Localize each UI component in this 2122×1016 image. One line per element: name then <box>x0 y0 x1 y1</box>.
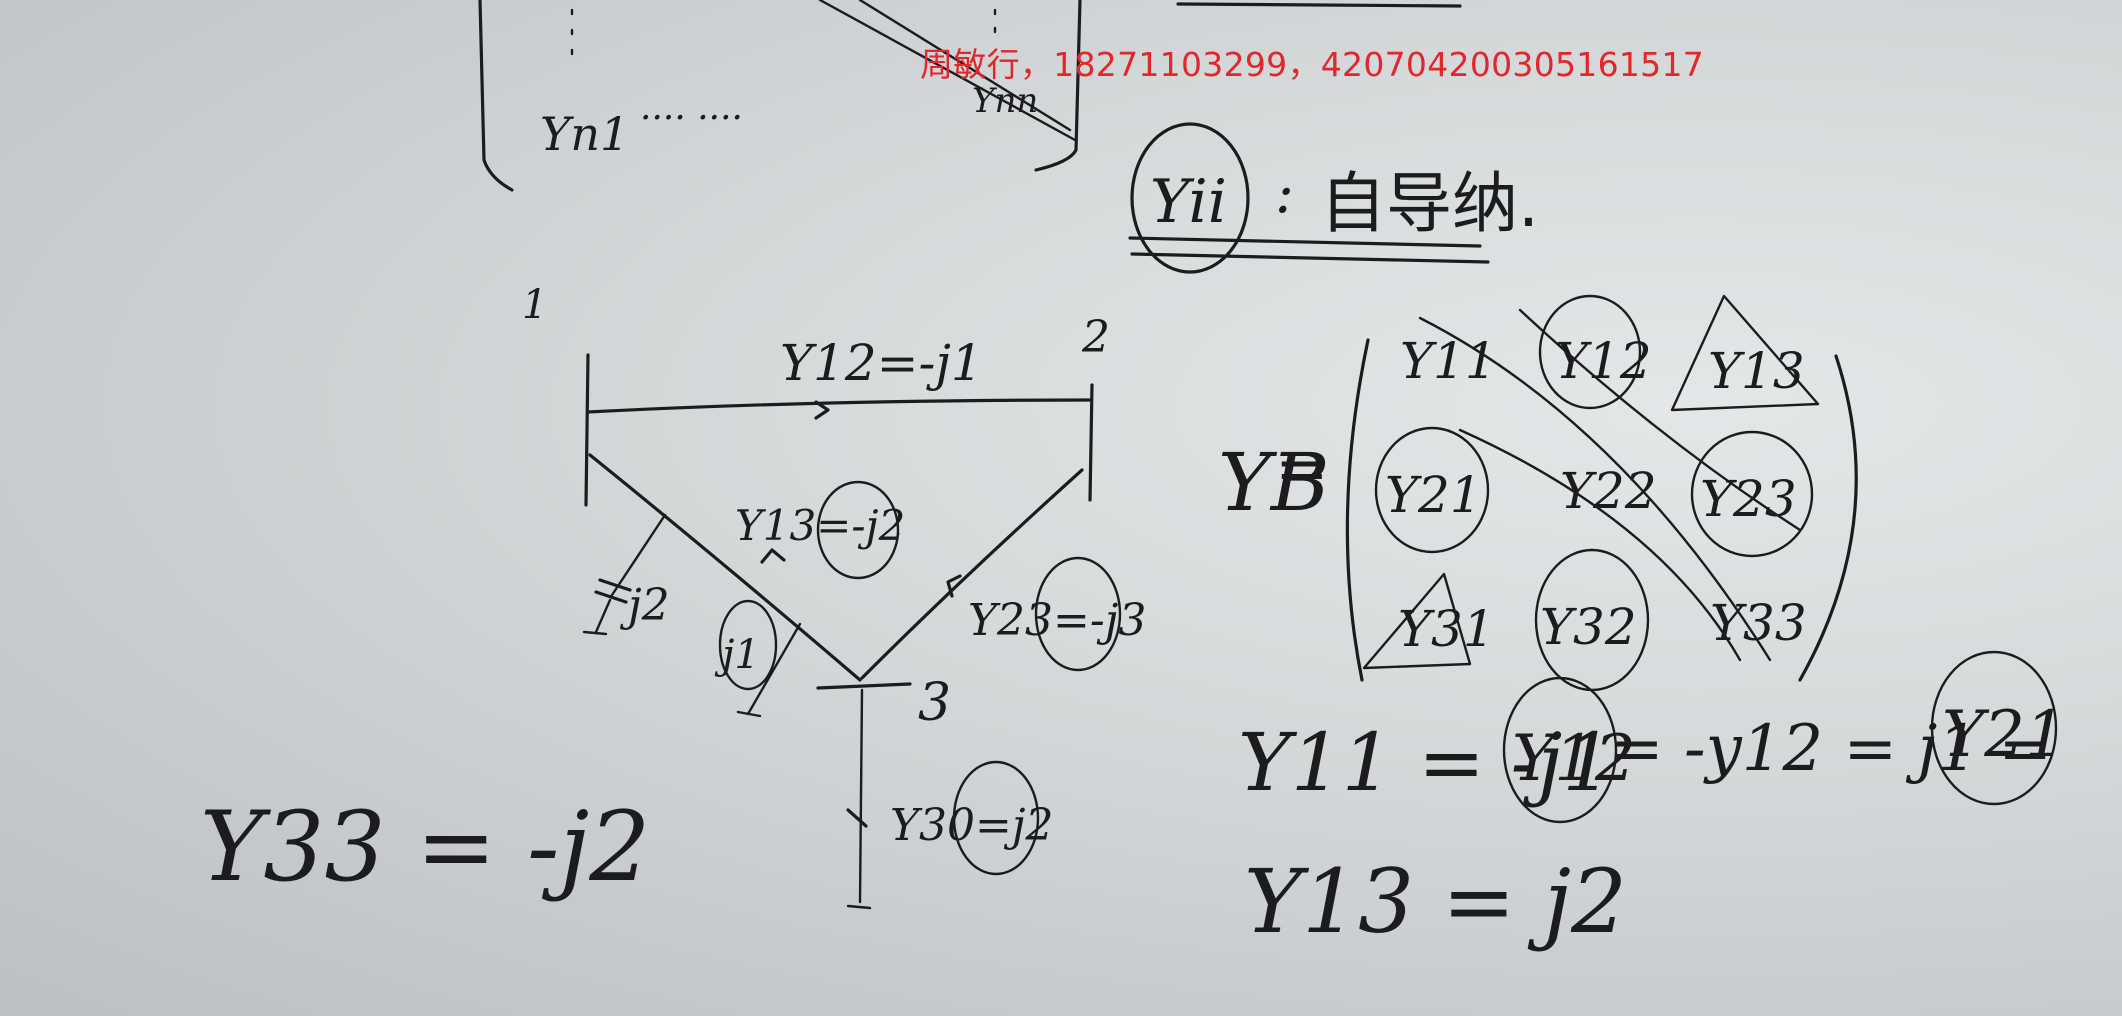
node-2-label: 2 <box>1081 312 1110 363</box>
cell-y31: Y31 <box>1398 600 1495 658</box>
cell-y11: Y11 <box>1400 332 1497 390</box>
line-1-2-marker <box>814 400 830 420</box>
equations: Y33 = -j2 Y11 = -j1 Y12 = -y12 = j1 = Y2… <box>200 650 2066 953</box>
cell-y12: Y12 <box>1555 332 1652 390</box>
heading-word: 自导纳. <box>1320 165 1539 242</box>
diagonal-strike-2 <box>1518 308 1802 532</box>
cell-y21-circle <box>1374 426 1490 554</box>
bus-1-bar <box>584 353 590 507</box>
eq-y33: Y33 = -j2 <box>200 791 650 903</box>
watermark-text: 周敏行，18271103299，420704200305161517 <box>920 45 1705 84</box>
heading-colon: : <box>1275 161 1294 226</box>
shunt-1-wire <box>610 513 667 597</box>
cell-y32: Y32 <box>1540 598 1637 656</box>
heading-underline-1 <box>1128 236 1482 248</box>
cell-y31-triangle <box>1362 572 1472 670</box>
top-corner-label: Ynn <box>972 81 1038 121</box>
y12-label: Y12=-j1 <box>780 334 983 392</box>
matrix-left-paren <box>1345 338 1370 682</box>
eq-y21: Y21 <box>1942 698 2066 772</box>
shunt-1-label: j2 <box>619 580 670 631</box>
shunt-2-wire <box>736 622 802 718</box>
line-1-3 <box>588 453 862 682</box>
y23-label: Y23=-j3 <box>968 595 1146 646</box>
eq-y11: Y11 = -j1 <box>1238 716 1613 809</box>
top-underline <box>1176 2 1462 8</box>
eq-y13: Y13 = j2 <box>1244 850 1627 953</box>
eq-y12-rhs: = -y12 = j1 = <box>1610 712 2052 786</box>
y30-marker <box>846 808 868 828</box>
bus-3-bar <box>816 682 912 690</box>
y23-value-circle <box>1034 556 1122 672</box>
eq-y21-circle <box>1930 650 2058 806</box>
self-admittance-heading: Yii : 自导纳. <box>1128 122 1539 274</box>
cell-y21: Y21 <box>1385 466 1482 524</box>
diagonal-strike-3 <box>1458 428 1742 662</box>
y30-label: Y30=j2 <box>890 800 1054 851</box>
matrix-right-paren <box>1798 354 1858 682</box>
cell-y13: Y13 <box>1708 342 1805 400</box>
matrix-equals: = <box>1275 432 1329 506</box>
top-matrix-fragment: Yn1 ···· ···· Ynn <box>478 0 1462 192</box>
shunt-1-ground <box>582 598 612 636</box>
shunt-1-capacitor <box>594 578 632 604</box>
top-matrix-left-bracket <box>478 0 514 192</box>
bus-2-bar <box>1088 383 1094 502</box>
cell-y12-circle <box>1538 294 1642 410</box>
bus-3-ground-wire <box>846 688 872 910</box>
top-row-dots: ···· ···· <box>640 98 743 139</box>
line-1-2 <box>586 398 1092 414</box>
line-1-3-marker <box>760 548 786 564</box>
y13-value-circle <box>816 480 900 580</box>
node-3-label: 3 <box>918 673 951 733</box>
heading-circle <box>1130 122 1250 274</box>
line-2-3-marker <box>946 574 962 598</box>
top-row-label: Yn1 <box>540 107 629 161</box>
y30-value-circle <box>952 760 1040 876</box>
cell-y22: Y22 <box>1560 462 1657 520</box>
matrix-label: YB <box>1218 436 1330 529</box>
node-1-label: 1 <box>522 282 547 328</box>
line-2-3 <box>860 468 1084 680</box>
top-matrix-right-bracket <box>1034 0 1082 172</box>
heading-symbol: Yii <box>1150 167 1227 237</box>
eq-y12-lhs: Y12 <box>1512 722 1636 796</box>
top-diagonal-stroke-2 <box>858 0 1072 132</box>
heading-underline-2 <box>1130 252 1490 264</box>
circuit-diagram: 1 2 Y12=-j1 Y13=-j2 Y23=-j3 j2 j1 <box>522 282 1146 910</box>
shunt-2-label: j1 <box>714 632 760 678</box>
eq-y12-circle <box>1502 676 1618 824</box>
y13-label: Y13=-j2 <box>735 501 905 550</box>
shunt-2-circle <box>718 599 778 691</box>
admittance-matrix: YB = Y11 Y12 Y13 Y21 Y22 Y23 Y31 Y32 Y33 <box>1218 294 1858 692</box>
cell-y23-circle <box>1690 430 1814 558</box>
top-diagonal-stroke <box>818 0 1077 142</box>
diagonal-strike-1 <box>1418 316 1772 662</box>
cell-y13-triangle <box>1670 294 1820 412</box>
